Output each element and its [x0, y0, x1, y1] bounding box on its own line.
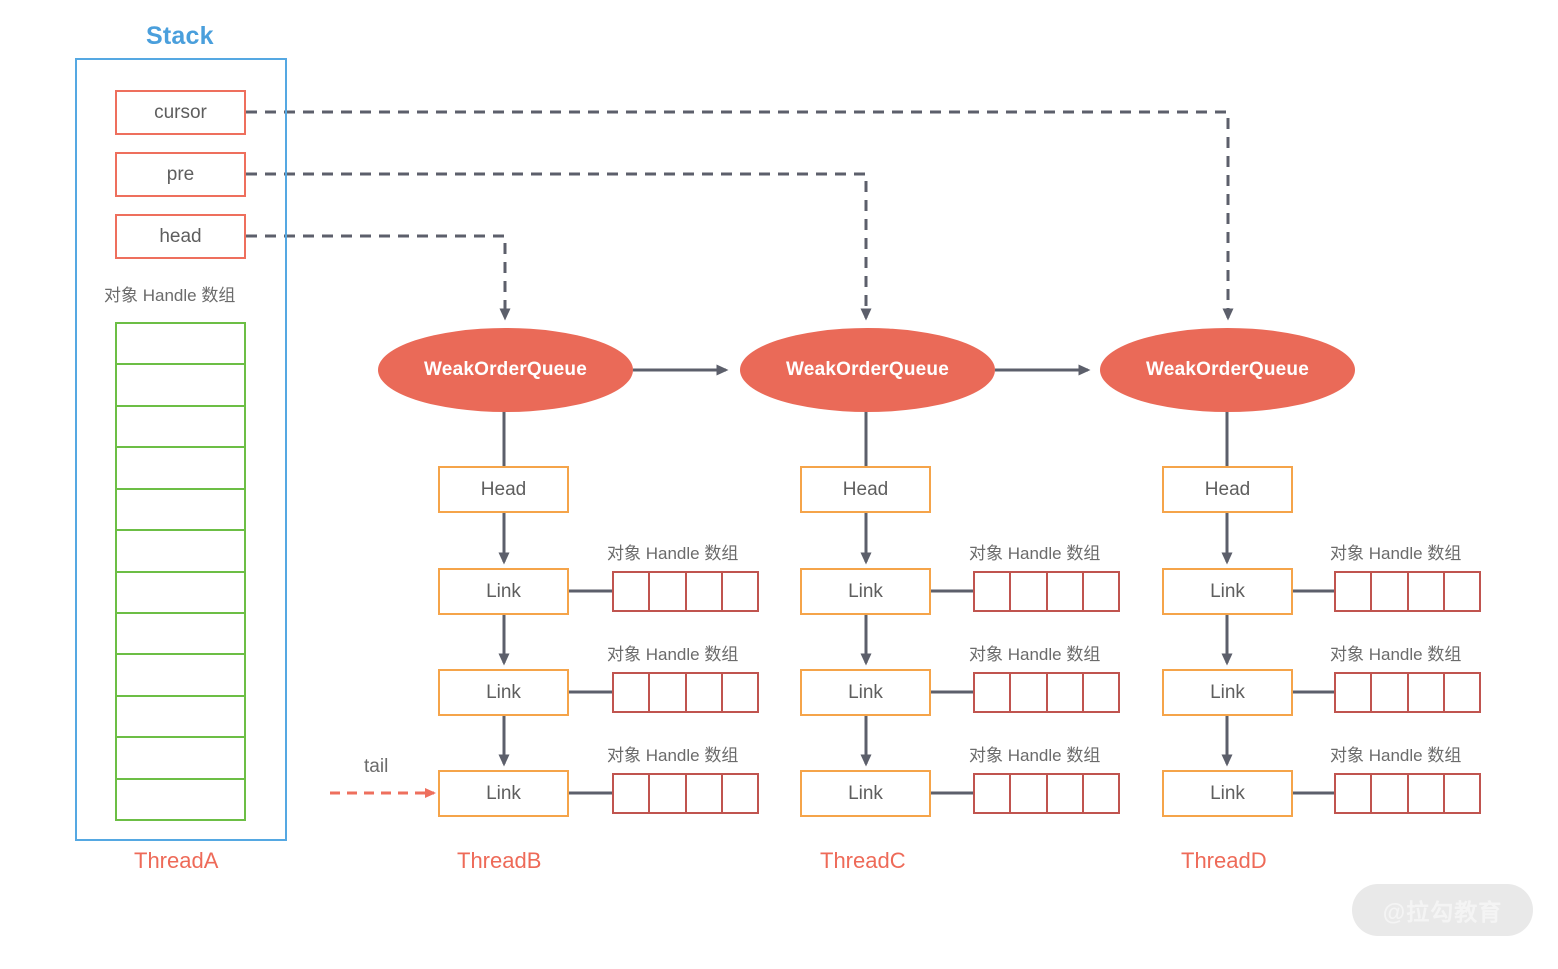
queue-c-handle-array-3 [973, 773, 1120, 814]
handle-cell [1409, 573, 1445, 610]
handle-array-cell [117, 448, 244, 490]
handle-cell [975, 775, 1012, 812]
queue-c-handle-array-1 [973, 571, 1120, 612]
handle-cell [975, 573, 1012, 610]
queue-b-handle-label-3: 对象 Handle 数组 [607, 746, 739, 765]
handle-cell [1011, 573, 1048, 610]
queue-d-handle-label-3: 对象 Handle 数组 [1330, 746, 1462, 765]
handle-cell [975, 674, 1012, 711]
weak-order-queue-b[interactable]: WeakOrderQueue [378, 328, 633, 412]
queue-c-link-node-1[interactable]: Link [800, 568, 931, 615]
handle-array-cell [117, 531, 244, 573]
queue-b-handle-label-1: 对象 Handle 数组 [607, 544, 739, 563]
queue-b-handle-array-1 [612, 571, 759, 612]
queue-b-link-node-1[interactable]: Link [438, 568, 569, 615]
handle-cell [723, 674, 757, 711]
handle-cell [1372, 674, 1409, 711]
handle-cell [1372, 775, 1409, 812]
handle-cell [1084, 573, 1118, 610]
handle-cell [1048, 674, 1084, 711]
queue-b-head-node[interactable]: Head [438, 466, 569, 513]
pointer-path-cursor [246, 110, 1234, 321]
weak-order-queue-c[interactable]: WeakOrderQueue [740, 328, 995, 412]
pointer-path-pre [246, 172, 872, 321]
stack-handle-array-label: 对象 Handle 数组 [104, 286, 236, 305]
queue-d-handle-label-1: 对象 Handle 数组 [1330, 544, 1462, 563]
handle-cell [1372, 573, 1409, 610]
thread-label-d: ThreadD [1181, 848, 1267, 873]
queue-c-handle-label-1: 对象 Handle 数组 [969, 544, 1101, 563]
queue-c-handle-label-3: 对象 Handle 数组 [969, 746, 1101, 765]
handle-cell [614, 674, 651, 711]
queue-c-handle-array-2 [973, 672, 1120, 713]
queue-c-handle-label-2: 对象 Handle 数组 [969, 645, 1101, 664]
handle-cell [1336, 674, 1373, 711]
handle-cell [1084, 775, 1118, 812]
handle-cell [687, 573, 723, 610]
stack-pointer-head[interactable]: head [115, 214, 246, 259]
queue-b-handle-label-2: 对象 Handle 数组 [607, 645, 739, 664]
handle-cell [1011, 674, 1048, 711]
handle-cell [1445, 573, 1479, 610]
thread-label-c: ThreadC [820, 848, 906, 873]
handle-cell [650, 674, 687, 711]
handle-array-cell [117, 365, 244, 407]
handle-array-cell [117, 573, 244, 614]
handle-array-cell [117, 655, 244, 697]
handle-cell [614, 775, 651, 812]
handle-cell [687, 674, 723, 711]
queue-b-link-node-3[interactable]: Link [438, 770, 569, 817]
handle-cell [650, 775, 687, 812]
handle-cell [1445, 775, 1479, 812]
handle-array-cell [117, 738, 244, 780]
handle-cell [1336, 775, 1373, 812]
handle-cell [687, 775, 723, 812]
handle-cell [1409, 775, 1445, 812]
queue-c-head-node[interactable]: Head [800, 466, 931, 513]
handle-cell [1048, 775, 1084, 812]
handle-cell [1445, 674, 1479, 711]
handle-cell [1011, 775, 1048, 812]
handle-cell [1336, 573, 1373, 610]
queue-b-handle-array-3 [612, 773, 759, 814]
handle-array-cell [117, 697, 244, 739]
handle-cell [723, 573, 757, 610]
handle-cell [1084, 674, 1118, 711]
handle-cell [723, 775, 757, 812]
watermark: @拉勾教育 [1352, 884, 1533, 936]
queue-d-link-node-1[interactable]: Link [1162, 568, 1293, 615]
handle-array-cell [117, 407, 244, 449]
queue-c-link-node-3[interactable]: Link [800, 770, 931, 817]
handle-array-cell [117, 614, 244, 656]
stack-pointer-cursor[interactable]: cursor [115, 90, 246, 135]
queue-d-link-node-3[interactable]: Link [1162, 770, 1293, 817]
stack-handle-array [115, 322, 246, 821]
queue-b-link-node-2[interactable]: Link [438, 669, 569, 716]
queue-d-link-node-2[interactable]: Link [1162, 669, 1293, 716]
handle-cell [614, 573, 651, 610]
weak-order-queue-d[interactable]: WeakOrderQueue [1100, 328, 1355, 412]
stack-title: Stack [146, 22, 214, 50]
handle-cell [650, 573, 687, 610]
queue-c-link-node-2[interactable]: Link [800, 669, 931, 716]
thread-label-a: ThreadA [134, 848, 219, 873]
handle-cell [1048, 573, 1084, 610]
queue-d-handle-array-1 [1334, 571, 1481, 612]
queue-d-handle-array-3 [1334, 773, 1481, 814]
queue-b-handle-array-2 [612, 672, 759, 713]
queue-d-handle-label-2: 对象 Handle 数组 [1330, 645, 1462, 664]
handle-array-cell [117, 780, 244, 819]
stack-container [75, 58, 287, 841]
handle-cell [1409, 674, 1445, 711]
tail-pointer-label: tail [364, 756, 389, 777]
thread-label-b: ThreadB [457, 848, 542, 873]
queue-d-head-node[interactable]: Head [1162, 466, 1293, 513]
handle-array-cell [117, 490, 244, 532]
queue-d-handle-array-2 [1334, 672, 1481, 713]
stack-pointer-pre[interactable]: pre [115, 152, 246, 197]
handle-array-cell [117, 324, 244, 366]
